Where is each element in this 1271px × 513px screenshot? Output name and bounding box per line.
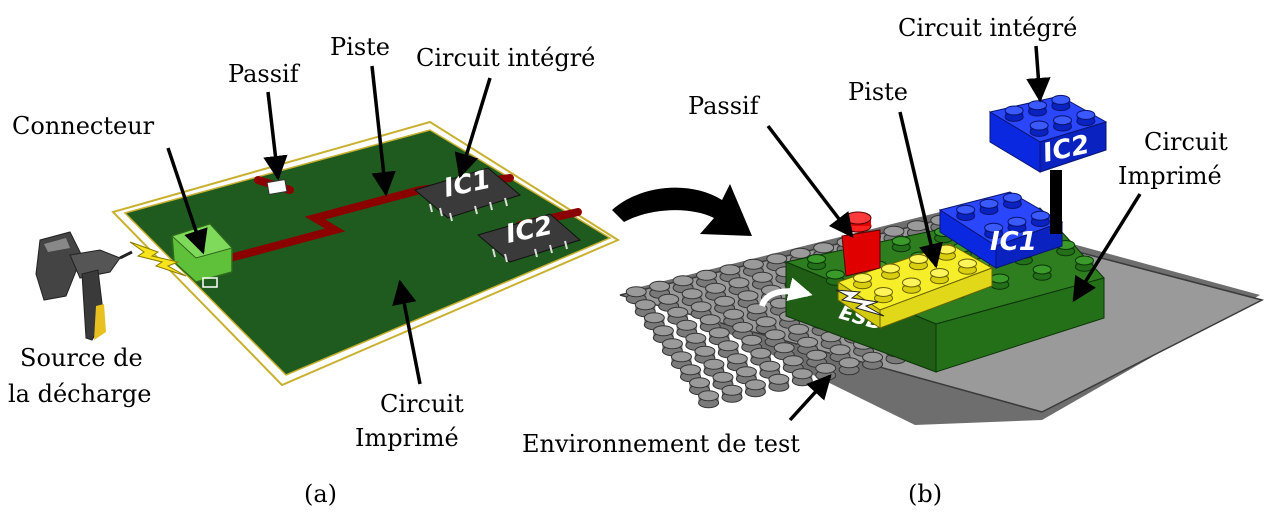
ic2-block-studs xyxy=(1004,94,1096,137)
red-passif-block xyxy=(841,211,881,277)
esd-gun-icon xyxy=(35,231,133,341)
label-piste-a: Piste xyxy=(330,33,390,61)
ic2-support-post xyxy=(1050,170,1062,234)
panel-a: IC1 IC2 C xyxy=(8,33,621,508)
arrow-passif-b xyxy=(766,124,854,238)
arrow-piste-b xyxy=(898,111,943,269)
ic2-chip: IC2 xyxy=(476,211,582,263)
label-passif-b: Passif xyxy=(688,92,761,120)
arrow-piste-a xyxy=(370,65,396,197)
transition-arrow xyxy=(612,184,752,236)
spark-icon xyxy=(129,241,187,277)
esd-injection-arrow xyxy=(759,277,813,308)
caption-b: (b) xyxy=(908,480,942,508)
arrow-pcb-a xyxy=(392,279,422,385)
pcb-outline xyxy=(111,120,621,387)
arrow-circuit-integre-a xyxy=(454,77,492,179)
label-pcb-b-line1: Circuit xyxy=(1144,128,1228,156)
label-source-line2: la décharge xyxy=(8,380,151,408)
label-pcb-a-line1: Circuit xyxy=(380,390,464,418)
arrow-circuit-integre-b xyxy=(1026,45,1051,103)
passive-component xyxy=(266,178,288,196)
panel-b: ESD IC1 xyxy=(522,14,1265,508)
label-circuit-integre-b: Circuit intégré xyxy=(898,14,1077,42)
ic1-block: IC1 xyxy=(938,191,1064,269)
arrow-passif-a xyxy=(263,91,288,181)
label-source-line1: Source de xyxy=(20,344,143,372)
label-circuit-integre-a: Circuit intégré xyxy=(416,44,595,72)
label-connecteur: Connecteur xyxy=(12,112,155,140)
label-pcb-b-line2: Imprimé xyxy=(1118,162,1222,190)
esd-spark-icon xyxy=(835,289,885,317)
arrow-environnement xyxy=(788,374,832,422)
ic1-block-studs xyxy=(956,192,1050,239)
caption-a: (a) xyxy=(304,480,337,508)
label-piste-b: Piste xyxy=(848,78,908,106)
label-environnement: Environnement de test xyxy=(522,430,800,458)
arrow-connecteur xyxy=(166,147,208,255)
ic1-block-label: IC1 xyxy=(990,227,1037,257)
label-passif-a: Passif xyxy=(228,60,301,88)
ic2-block: IC2 xyxy=(988,94,1108,173)
label-pcb-a-line2: Imprimé xyxy=(355,424,459,452)
arrow-pcb-b xyxy=(1072,193,1142,303)
